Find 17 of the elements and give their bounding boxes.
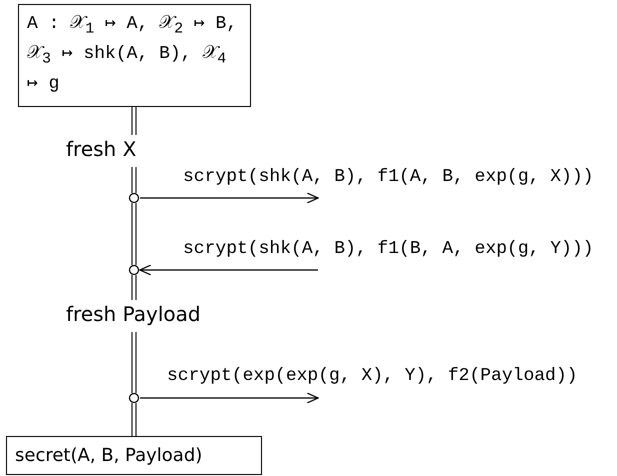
state-circle [128, 392, 140, 404]
state-box: A : 𝒳$_{1}$ ↦ A, 𝒳$_{2}$ ↦ B, 𝒳$_{3}$ ↦ shk(A, B), 𝒳$_{4}$ ↦ g [18, 4, 251, 107]
state-circle [128, 192, 140, 204]
message-arrow [139, 264, 318, 276]
lifeline-segment [132, 106, 136, 136]
lifeline-segment [132, 274, 136, 300]
edge-label: scrypt(shk(A, B), f1(A, B, exp(g, X))) [183, 167, 594, 187]
state-circle [128, 264, 140, 276]
lifeline-segment [132, 202, 136, 266]
lifeline-segment [132, 332, 136, 394]
lifeline-segment [132, 402, 136, 436]
state-box: secret(A, B, Payload) [6, 436, 262, 475]
message-arrow [140, 392, 319, 404]
edge-label: scrypt(exp(exp(g, X), Y), f2(Payload)) [167, 366, 578, 386]
edge-label: scrypt(shk(A, B), f1(B, A, exp(g, Y))) [183, 239, 594, 259]
lifeline-segment [132, 166, 136, 194]
message-arrow [140, 192, 319, 204]
